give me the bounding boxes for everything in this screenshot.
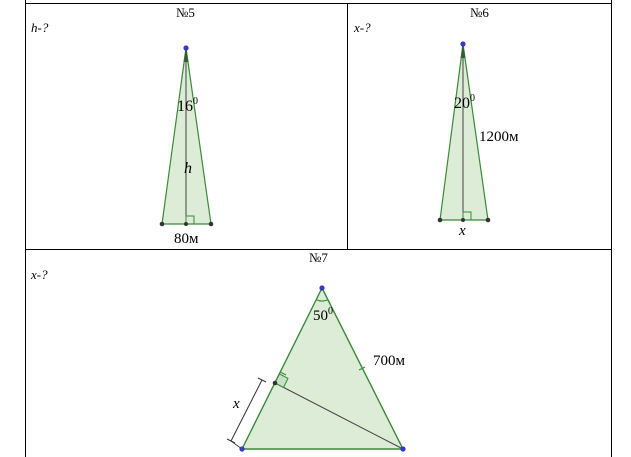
- table-grid: [25, 0, 612, 457]
- angle-label-7: 500: [313, 306, 333, 324]
- angle-value-5: 16: [177, 98, 193, 115]
- vertex-foot-6: [461, 218, 465, 222]
- tick-mark-right-7: [358, 366, 366, 371]
- segment-label-7: x: [232, 396, 240, 412]
- vertex-right-5: [208, 221, 214, 227]
- vertex-left-6: [437, 217, 443, 223]
- side-label-7: 700м: [373, 353, 406, 369]
- problem5-task: h-?: [31, 20, 49, 35]
- vertex-foot-7: [272, 380, 278, 386]
- angle-label-6: 200: [454, 93, 475, 112]
- angle-value-7: 50: [313, 308, 328, 324]
- problem6-task: x-?: [354, 20, 371, 35]
- angle-label-5: 160: [177, 96, 198, 115]
- vertex-foot-5: [184, 222, 188, 226]
- vertex-left-5: [159, 221, 165, 227]
- problem6-figure: 200 1200м x: [437, 41, 519, 239]
- problem5-figure: 160 h 80м: [159, 45, 214, 247]
- right-angle-mark-7: [274, 373, 289, 389]
- right-angle-mark-5: [185, 215, 195, 225]
- problem6-title: №6: [470, 5, 489, 20]
- vertex-top-6: [460, 41, 466, 47]
- dimension-line-7: [230, 379, 263, 442]
- apex-angle-arc-7: [315, 298, 329, 302]
- vertex-top-7: [319, 285, 325, 291]
- problem5-title: №5: [176, 5, 195, 20]
- vertex-right-7: [400, 446, 406, 452]
- degree-mark-6: 0: [470, 93, 475, 104]
- side-label-6: 1200м: [479, 129, 519, 145]
- problem7-task: x-?: [31, 267, 48, 282]
- vertex-right-6: [485, 217, 491, 223]
- dimension-cap-top-7: [257, 377, 267, 383]
- vertex-left-7: [239, 446, 245, 452]
- problem7-figure: 500 700м x: [226, 285, 406, 452]
- height-label-5: h: [184, 160, 192, 177]
- problem7-title: №7: [309, 250, 328, 265]
- degree-mark-5: 0: [193, 96, 198, 107]
- altitude-line-7: [274, 382, 404, 450]
- tick-mark-left-7: [279, 371, 287, 376]
- right-angle-mark-6: [462, 211, 472, 221]
- vertex-top-5: [183, 45, 189, 51]
- angle-value-6: 20: [454, 95, 470, 112]
- base-label-5: 80м: [174, 231, 199, 247]
- base-label-6: x: [458, 223, 466, 239]
- degree-mark-7: 0: [328, 306, 333, 317]
